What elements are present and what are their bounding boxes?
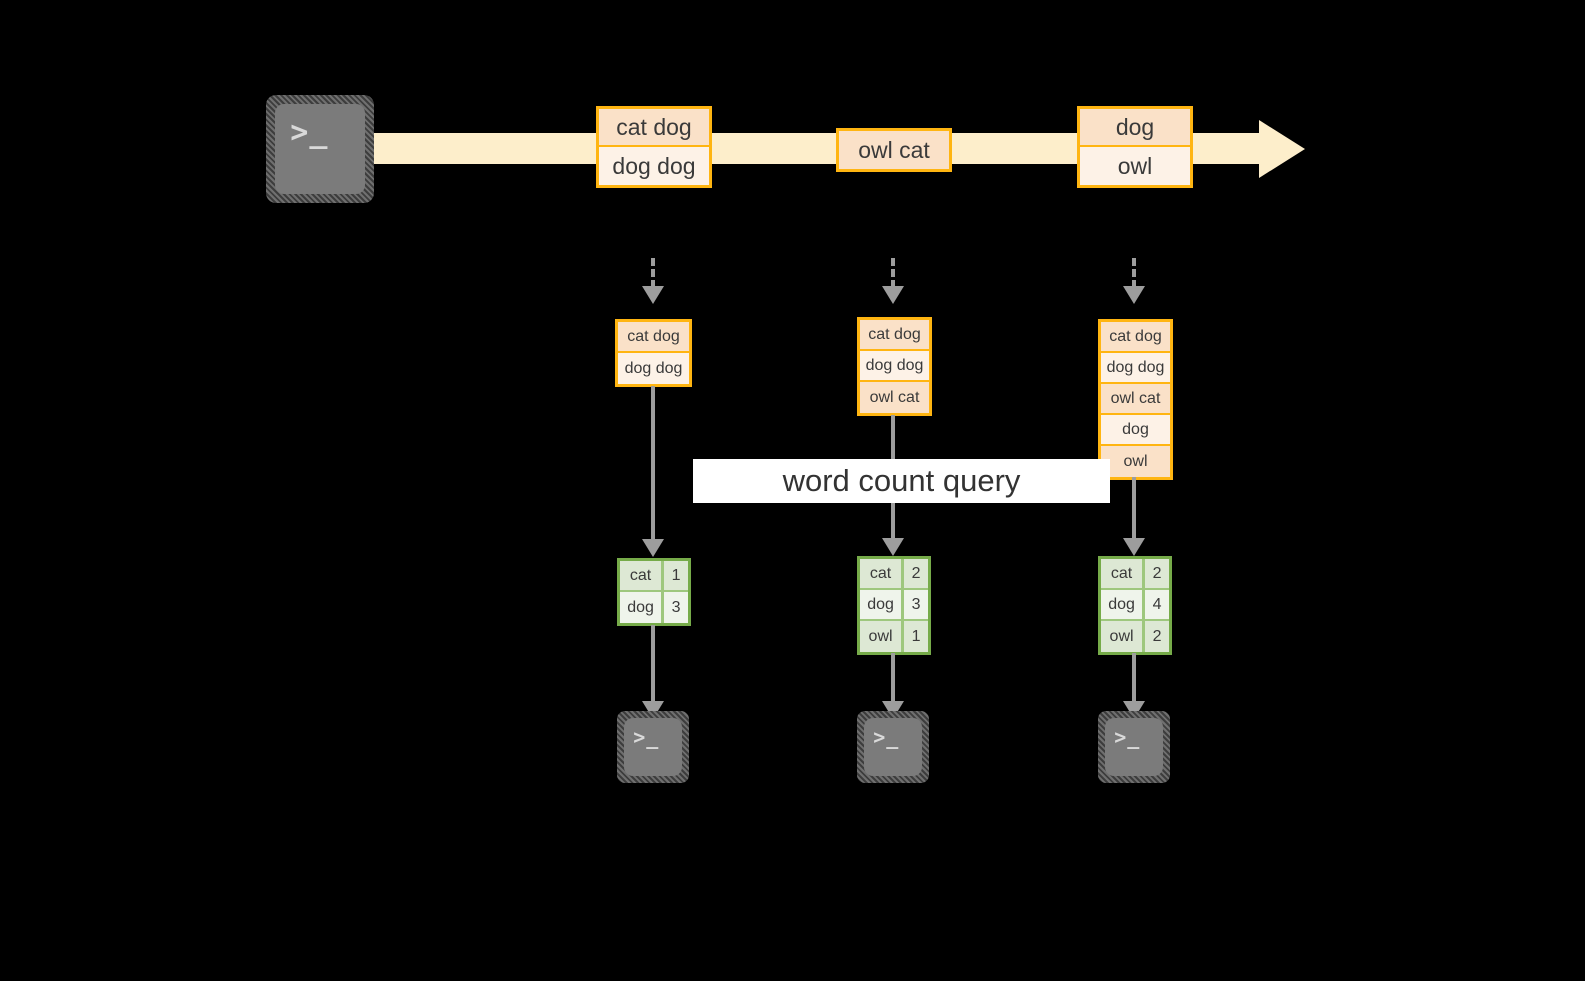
connector-arrowhead [882, 286, 904, 304]
connector-shaft [651, 625, 655, 703]
word-cell: dog [1101, 590, 1146, 619]
connector-arrowhead [642, 539, 664, 557]
batch-record: dog dog [618, 353, 689, 384]
table-row: cat 2 [860, 559, 928, 590]
connector-arrowhead [1123, 286, 1145, 304]
table-row: owl 2 [1101, 621, 1169, 652]
query-label: word count query [693, 459, 1110, 503]
connector-shaft [651, 386, 655, 541]
count-cell: 1 [904, 621, 928, 652]
word-cell: cat [860, 559, 905, 588]
batch-record: owl cat [1101, 384, 1170, 415]
word-cell: owl [1101, 621, 1146, 652]
word-cell: owl [860, 621, 905, 652]
table-row: dog 4 [1101, 590, 1169, 621]
stream-record: dog [1080, 109, 1190, 147]
stream-batch-1: cat dog dog dog [596, 106, 712, 188]
terminal-prompt-glyph: >_ [873, 725, 900, 750]
stream-record: owl cat [839, 131, 949, 169]
terminal-prompt-glyph: >_ [290, 114, 329, 150]
terminal-screen: >_ [624, 718, 682, 776]
stream-record: cat dog [599, 109, 709, 147]
connector-shaft [651, 258, 655, 288]
table-row: owl 1 [860, 621, 928, 652]
batch-record: cat dog [1101, 322, 1170, 353]
count-cell: 2 [1145, 621, 1169, 652]
word-cell: dog [860, 590, 905, 619]
batch-input-2: cat dog dog dog owl cat [857, 317, 932, 416]
stream-batch-3: dog owl [1077, 106, 1193, 188]
terminal-prompt-glyph: >_ [633, 725, 660, 750]
table-row: dog 3 [620, 592, 688, 623]
batch-record: cat dog [618, 322, 689, 353]
connector-arrowhead [1123, 538, 1145, 556]
word-cell: cat [1101, 559, 1146, 588]
table-row: cat 2 [1101, 559, 1169, 590]
count-cell: 4 [1145, 590, 1169, 619]
stream-batch-2: owl cat [836, 128, 952, 172]
count-cell: 2 [1145, 559, 1169, 588]
batch-record: cat dog [860, 320, 929, 351]
word-count-result-3: cat 2 dog 4 owl 2 [1098, 556, 1172, 655]
table-row: dog 3 [860, 590, 928, 621]
terminal-screen: >_ [275, 104, 365, 194]
stream-arrowhead [1259, 120, 1305, 178]
connector-shaft [1132, 258, 1136, 288]
count-cell: 1 [664, 561, 688, 590]
terminal-prompt-glyph: >_ [1114, 725, 1141, 750]
count-cell: 3 [664, 592, 688, 623]
sink-terminal-icon-1: >_ [617, 711, 689, 783]
terminal-screen: >_ [1105, 718, 1163, 776]
batch-input-1: cat dog dog dog [615, 319, 692, 387]
table-row: cat 1 [620, 561, 688, 592]
word-cell: dog [620, 592, 665, 623]
connector-shaft [1132, 653, 1136, 703]
stream-record: owl [1080, 147, 1190, 185]
terminal-screen: >_ [864, 718, 922, 776]
word-cell: cat [620, 561, 665, 590]
source-terminal-icon: >_ [266, 95, 374, 203]
batch-record: dog dog [860, 351, 929, 382]
word-count-result-1: cat 1 dog 3 [617, 558, 691, 626]
batch-record: owl [1101, 446, 1170, 477]
connector-shaft [891, 258, 895, 288]
batch-record: owl cat [860, 382, 929, 413]
sink-terminal-icon-3: >_ [1098, 711, 1170, 783]
sink-terminal-icon-2: >_ [857, 711, 929, 783]
connector-shaft [891, 653, 895, 703]
batch-record: dog dog [1101, 353, 1170, 384]
count-cell: 3 [904, 590, 928, 619]
batch-input-3: cat dog dog dog owl cat dog owl [1098, 319, 1173, 480]
count-cell: 2 [904, 559, 928, 588]
connector-arrowhead [882, 538, 904, 556]
connector-shaft [1132, 477, 1136, 540]
batch-record: dog [1101, 415, 1170, 446]
stream-record: dog dog [599, 147, 709, 185]
connector-arrowhead [642, 286, 664, 304]
word-count-result-2: cat 2 dog 3 owl 1 [857, 556, 931, 655]
